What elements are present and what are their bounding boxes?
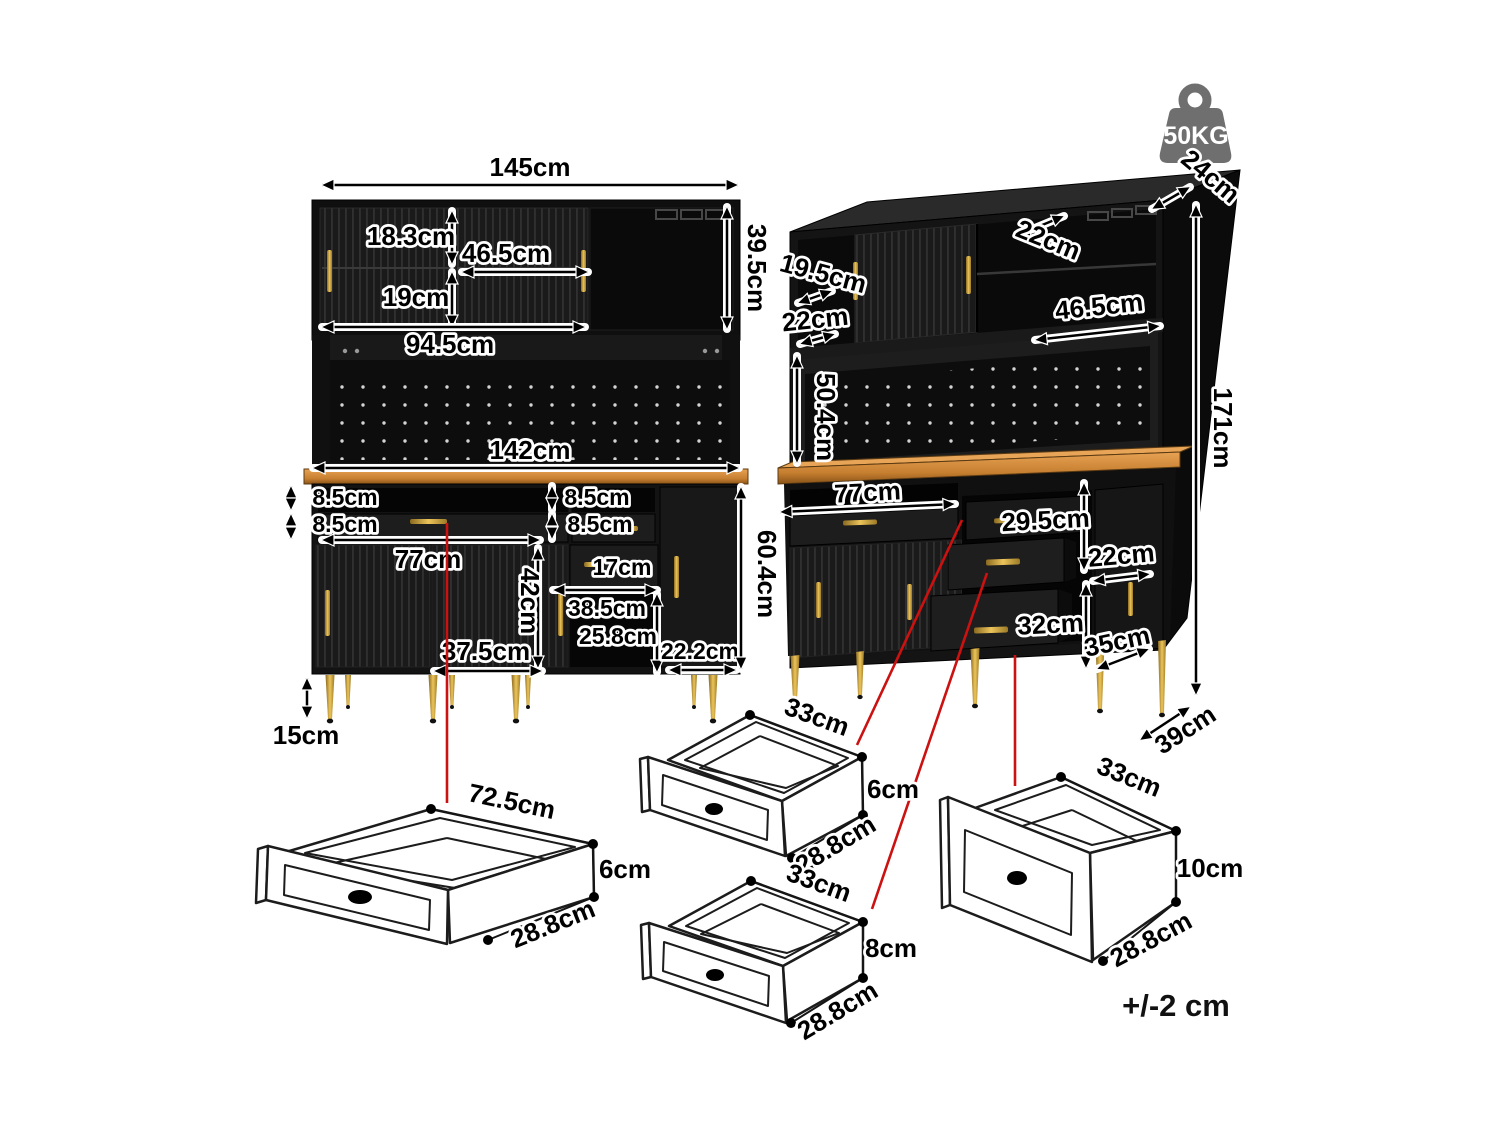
door-handle: [674, 556, 679, 598]
dim-base-height: 60.4cm: [752, 530, 782, 618]
hutch-glass-doors: [897, 223, 978, 340]
weight-capacity-icon: 50KG: [1159, 83, 1232, 163]
door-handle: [816, 582, 821, 618]
drawer-handle: [584, 562, 600, 567]
dim-cabinet-span: 77cm: [395, 544, 462, 574]
dim-drawer-right-width: 33cm: [1093, 750, 1166, 803]
dim-total-width: 145cm: [490, 152, 571, 182]
dim-drawer-large-width: 72.5cm: [466, 777, 558, 825]
drawer-diagram-right: 33cm 10cm 28.8cm: [938, 748, 1246, 976]
weight-capacity-label: 50KG: [1163, 122, 1228, 150]
dim-small-drawer: 17cm: [593, 554, 652, 580]
dim-hutch-left-top: 18.3cm: [367, 221, 455, 251]
dim-counter-width: 142cm: [490, 435, 571, 465]
dim-drawer-large-height: 6cm: [599, 854, 651, 884]
door-handle: [853, 262, 858, 300]
drawer-diagram-large: 72.5cm 6cm 28.8cm: [254, 775, 654, 957]
base-door-mid: [431, 544, 569, 668]
drawer-knob: [348, 890, 372, 904]
drawer-leader-lines: [445, 519, 1017, 910]
dim-leg-height: 15cm: [273, 720, 340, 750]
drawer-handle: [622, 526, 638, 531]
dim-top-drawer: 29.5cm: [1001, 503, 1091, 538]
dim-total-height: 171cm: [1208, 388, 1238, 469]
tolerance-note: +/-2 cm: [1122, 988, 1230, 1023]
drawer-knob: [1007, 871, 1027, 885]
base-drawer-right: [571, 513, 656, 543]
counter-front-edge: [777, 451, 1181, 485]
drawer-handle: [410, 519, 447, 524]
dim-right-door: 22.2cm: [661, 638, 739, 664]
dim-hutch-left-bottom: 19cm: [383, 282, 450, 312]
dim-pegboard-height: 50.4cm: [811, 373, 841, 461]
open-slot: [318, 488, 655, 512]
hutch-open-shelf: [589, 207, 734, 331]
drawer-handle: [994, 517, 1023, 524]
open-cubby: [570, 593, 658, 667]
dim-door-height: 42cm: [515, 568, 545, 635]
dim-drawer-right: 8.5cm: [567, 511, 632, 537]
door-handle: [966, 256, 971, 294]
dim-hutch-mid-width: 46.5cm: [462, 238, 550, 268]
dim-open-height: 25.8cm: [579, 623, 657, 649]
dim-bottom-drawer: 32cm: [1017, 607, 1085, 640]
drawer-handle: [985, 558, 1021, 566]
side-bottom-drawer-open: [930, 588, 1059, 652]
drawer-handle: [843, 519, 878, 526]
front-view-dimensions: 145cm 39.5cm 18.3cm 46.5cm 19cm 94.5cm 1…: [270, 149, 785, 753]
drawer-handle: [973, 626, 1009, 634]
drawer-knob: [705, 803, 723, 815]
drawer-diagram-mid-bottom: 33cm 8cm 28.8cm: [639, 854, 920, 1049]
base-door-left-side: [789, 542, 899, 659]
dim-door-width: 37.5cm: [442, 636, 530, 666]
door-handle: [1128, 582, 1133, 616]
base-door-left: [315, 544, 431, 668]
drawer-knob: [706, 969, 724, 981]
dim-slot-left: 8.5cm: [312, 484, 377, 510]
dim-open-width: 38.5cm: [568, 595, 646, 621]
door-handle: [558, 590, 563, 636]
door-handle: [907, 584, 912, 620]
dim-slot-right: 8.5cm: [564, 484, 629, 510]
base-door-right: [659, 486, 739, 668]
dim-hutch-inner-width: 94.5cm: [406, 329, 494, 359]
door-handle: [327, 250, 332, 292]
dim-side-door: 22cm: [1087, 537, 1156, 573]
dim-drawer-left: 8.5cm: [312, 511, 377, 537]
door-handle: [325, 590, 330, 636]
side-view-cabinet: [777, 169, 1241, 718]
dim-drawer-right-height: 10cm: [1177, 853, 1244, 883]
drawer-diagram-mid-top: 33cm 6cm 28.8cm: [638, 688, 922, 883]
dim-drawer-midbottom-height: 8cm: [865, 933, 917, 963]
dim-drawer-midtop-height: 6cm: [867, 774, 919, 804]
dim-hutch-height: 39.5cm: [742, 224, 772, 312]
front-view-cabinet: [303, 199, 749, 724]
front-legs: [325, 675, 718, 724]
